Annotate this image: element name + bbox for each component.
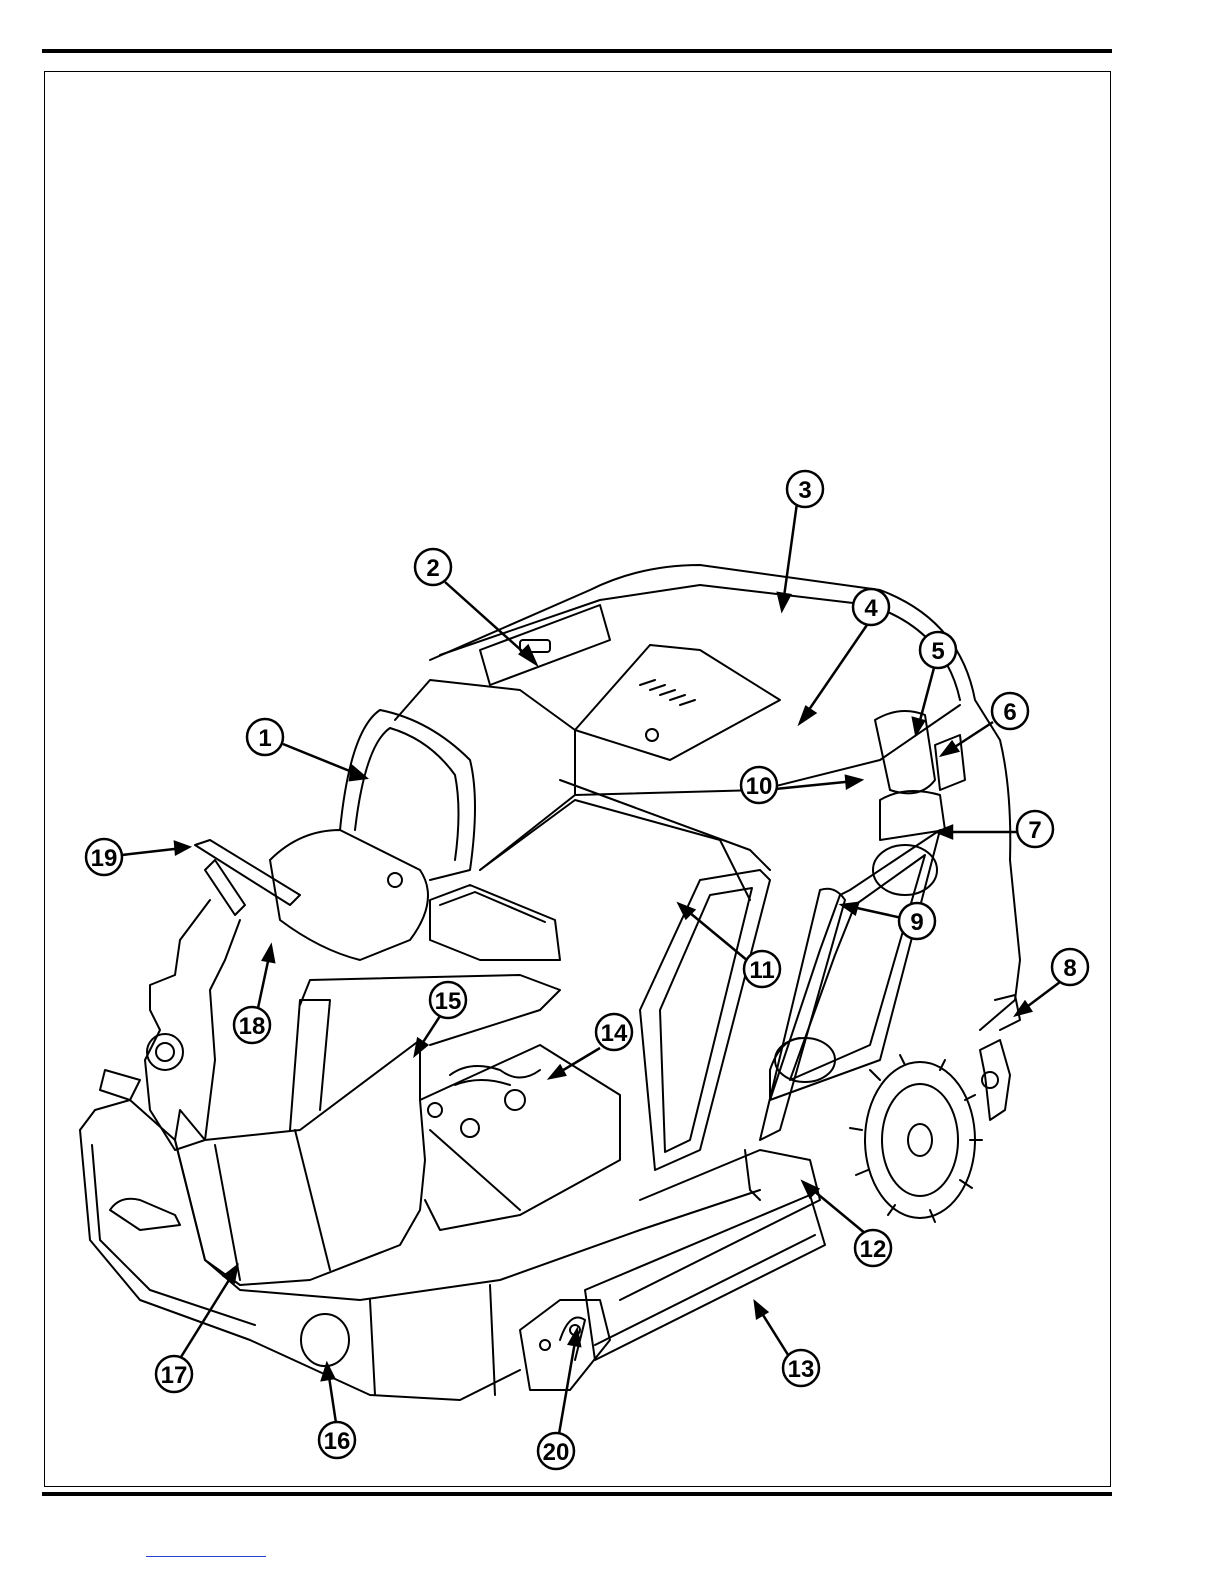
- svg-text:16: 16: [324, 1428, 351, 1455]
- callout-3: 3: [787, 471, 823, 507]
- svg-text:20: 20: [543, 1439, 570, 1466]
- svg-text:14: 14: [601, 1020, 628, 1047]
- svg-text:7: 7: [1028, 817, 1041, 844]
- svg-text:19: 19: [91, 845, 118, 872]
- callout-10: 10: [741, 767, 777, 803]
- svg-text:12: 12: [860, 1236, 887, 1263]
- svg-text:6: 6: [1003, 699, 1016, 726]
- svg-text:18: 18: [239, 1013, 266, 1040]
- callout-15: 15: [430, 982, 466, 1018]
- callout-9: 9: [899, 903, 935, 939]
- svg-text:1: 1: [258, 725, 271, 752]
- callout-1: 1: [247, 719, 283, 755]
- svg-text:17: 17: [161, 1362, 188, 1389]
- callout-11: 11: [744, 951, 780, 987]
- svg-text:10: 10: [746, 773, 773, 800]
- svg-text:2: 2: [426, 555, 439, 582]
- callout-8: 8: [1052, 949, 1088, 985]
- svg-text:13: 13: [788, 1356, 815, 1383]
- svg-text:8: 8: [1063, 955, 1076, 982]
- callout-19: 19: [86, 839, 122, 875]
- callout-14: 14: [596, 1014, 632, 1050]
- leader-lines: [122, 503, 1060, 1434]
- svg-text:5: 5: [931, 638, 944, 665]
- callout-20: 20: [538, 1433, 574, 1469]
- svg-text:15: 15: [435, 988, 462, 1015]
- svg-text:3: 3: [798, 477, 811, 504]
- callout-16: 16: [319, 1422, 355, 1458]
- svg-text:11: 11: [749, 957, 774, 984]
- callout-2: 2: [415, 549, 451, 585]
- callout-5: 5: [920, 632, 956, 668]
- callout-6: 6: [992, 693, 1028, 729]
- machine-drawing: [80, 565, 1020, 1400]
- callout-7: 7: [1017, 811, 1053, 847]
- callout-17: 17: [156, 1356, 192, 1392]
- callout-4: 4: [853, 589, 889, 625]
- callout-13: 13: [783, 1350, 819, 1386]
- svg-text:9: 9: [910, 909, 923, 936]
- svg-text:4: 4: [864, 595, 878, 622]
- callout-18: 18: [234, 1007, 270, 1043]
- callout-12: 12: [855, 1230, 891, 1266]
